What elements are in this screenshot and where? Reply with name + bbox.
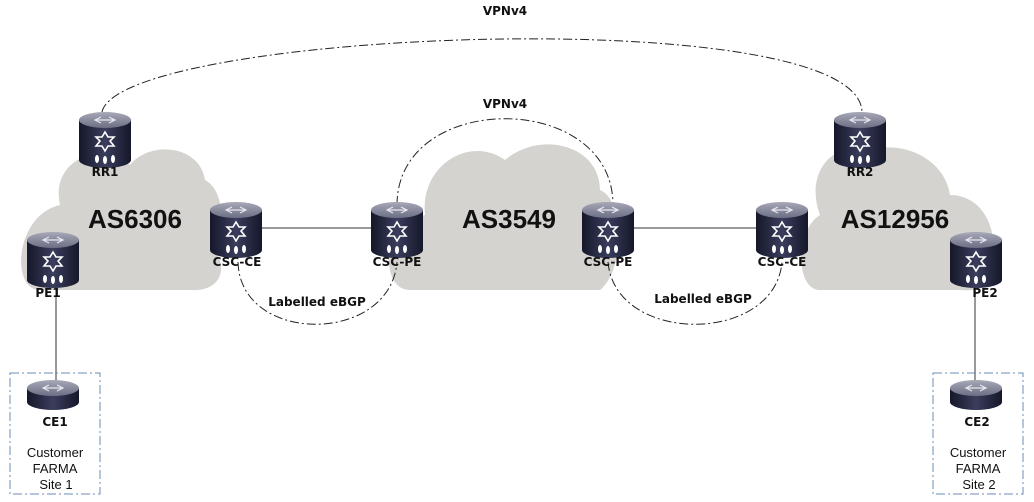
vpnv4-inner-session [396, 118, 614, 206]
router-pe2[interactable]: PE2 [949, 231, 1003, 300]
as3549-label: AS3549 [462, 204, 556, 234]
router-icon [78, 111, 132, 169]
router-ce1[interactable]: CE1 [26, 379, 80, 429]
site1-caption: Customer FARMA Site 1 [27, 445, 84, 492]
cloud-as12956 [801, 147, 994, 291]
router-icon [949, 379, 1003, 411]
cloud-as3549 [389, 144, 619, 290]
router-label: RR2 [847, 165, 874, 179]
site-line: Customer [950, 445, 1007, 460]
site1-box [9, 372, 101, 495]
router-icon [209, 201, 263, 259]
as12956-label: AS12956 [841, 204, 949, 234]
router-ce2[interactable]: CE2 [949, 379, 1003, 429]
router-icon [370, 201, 424, 259]
router-icon [755, 201, 809, 259]
vpnv4-outer-label: VPNv4 [483, 4, 527, 18]
router-label: RR1 [92, 165, 119, 179]
site-line: FARMA [33, 461, 78, 476]
router-icon [833, 111, 887, 169]
router-csc-pe-right[interactable]: CSC-PE [581, 201, 635, 269]
as6306-label: AS6306 [88, 204, 182, 234]
router-label: CE1 [42, 415, 67, 429]
router-label: PE2 [972, 286, 997, 300]
router-icon [26, 379, 80, 411]
router-label: CSC-PE [584, 255, 633, 269]
site-line: FARMA [956, 461, 1001, 476]
site-line: Customer [27, 445, 84, 460]
ebgp-right-session [607, 261, 783, 325]
ebgp-left-label: Labelled eBGP [268, 295, 366, 309]
router-rr2[interactable]: RR2 [833, 111, 887, 179]
router-icon [26, 231, 80, 289]
site2-caption: Customer FARMA Site 2 [950, 445, 1007, 492]
router-label: PE1 [35, 286, 60, 300]
router-rr1[interactable]: RR1 [78, 111, 132, 179]
ebgp-right-label: Labelled eBGP [654, 292, 752, 306]
router-icon [949, 231, 1003, 289]
site-line: Site 1 [39, 477, 72, 492]
router-pe1[interactable]: PE1 [26, 231, 80, 300]
router-label: CSC-PE [373, 255, 422, 269]
site2-box [932, 372, 1024, 495]
site-line: Site 2 [962, 477, 995, 492]
vpnv4-outer-session [101, 38, 863, 113]
router-csc-pe-left[interactable]: CSC-PE [370, 201, 424, 269]
router-csc-ce-left[interactable]: CSC-CE [209, 201, 263, 269]
router-label: CSC-CE [213, 255, 262, 269]
vpnv4-inner-label: VPNv4 [483, 97, 527, 111]
router-icon [581, 201, 635, 259]
ebgp-left-session [237, 261, 398, 325]
router-label: CSC-CE [758, 255, 807, 269]
router-csc-ce-right[interactable]: CSC-CE [755, 201, 809, 269]
router-label: CE2 [964, 415, 989, 429]
